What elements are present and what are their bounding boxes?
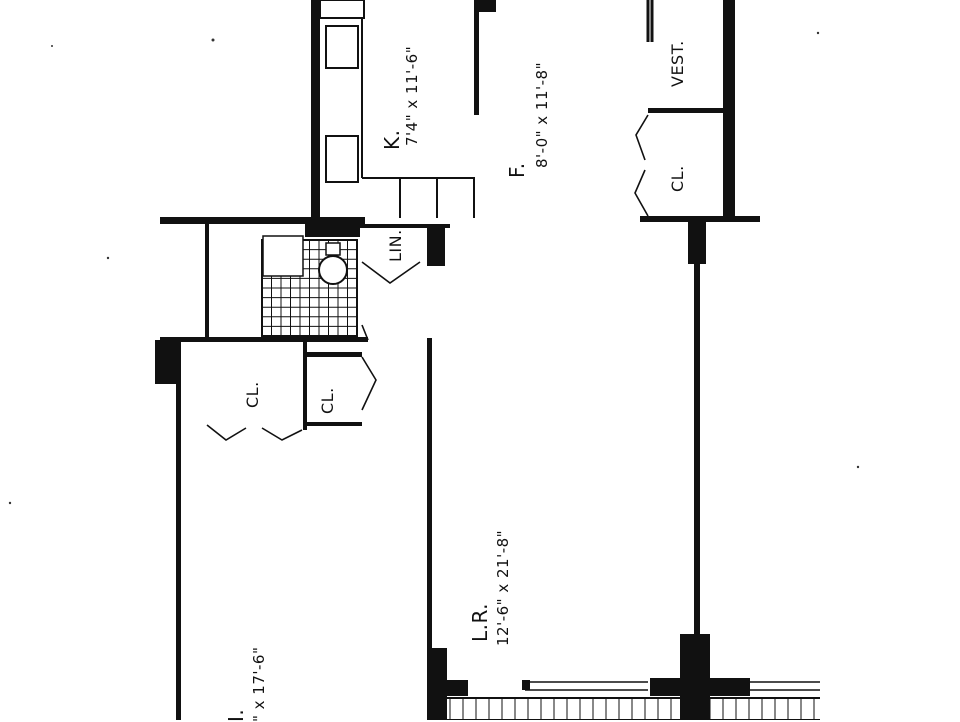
wall-vest-east bbox=[723, 0, 735, 218]
wall-bedroom-pier bbox=[155, 340, 180, 384]
wall-lr-pier bbox=[427, 648, 447, 720]
wall-closet-divider bbox=[303, 342, 307, 430]
wall-kitchen-west bbox=[311, 0, 320, 222]
toilet-icon bbox=[318, 255, 348, 285]
foyer-closet-label: CL. bbox=[668, 165, 687, 192]
kitchen-appliance-2 bbox=[325, 135, 359, 183]
wall-lin-block bbox=[427, 224, 445, 266]
wall-vest-south bbox=[640, 216, 760, 222]
wall-bath-west bbox=[205, 224, 209, 340]
bedroom-closet-label: CL. bbox=[243, 381, 262, 408]
linen-closet-label: LIN. bbox=[386, 229, 405, 262]
living-room-dims: 12'-6" x 21'-8" bbox=[494, 529, 512, 646]
wall-lr-pier-2 bbox=[440, 680, 468, 696]
window-grid bbox=[445, 681, 820, 720]
wall-lr-west bbox=[427, 338, 432, 720]
foyer-name: F. bbox=[505, 162, 529, 178]
living-room-name: L.R. bbox=[468, 602, 492, 642]
wall-closet-top bbox=[307, 352, 362, 357]
kitchen-name: K. bbox=[380, 129, 404, 150]
wall-small-post bbox=[522, 680, 530, 690]
scan-specks bbox=[8, 31, 860, 505]
bedroom-dims: " x 17'-6" bbox=[250, 646, 268, 722]
wall-east-pier bbox=[680, 634, 710, 720]
wall-lin-top bbox=[360, 224, 450, 228]
kitchen-appliance-1 bbox=[325, 25, 359, 69]
wall-kitchen-south bbox=[160, 217, 365, 224]
wall-kitchen-post bbox=[474, 0, 496, 12]
wall-kitchen-east bbox=[474, 0, 479, 115]
vestibule-name: VEST. bbox=[668, 40, 687, 87]
wall-bedroom-west bbox=[176, 340, 181, 720]
wall-closet-bottom bbox=[307, 422, 362, 426]
hall-closet-label: CL. bbox=[318, 387, 337, 414]
wall-east-long bbox=[694, 264, 700, 644]
wall-east-post bbox=[688, 222, 706, 264]
vest-door bbox=[646, 0, 654, 42]
closet-doors bbox=[206, 114, 649, 441]
bath-tiles bbox=[261, 235, 358, 337]
kitchen-fixtures bbox=[319, 0, 475, 218]
wall-window-pier bbox=[650, 678, 750, 696]
wall-cl-north bbox=[648, 108, 726, 113]
wall-bath-south bbox=[160, 337, 368, 342]
walls bbox=[155, 0, 760, 720]
bedroom-name: I. bbox=[224, 708, 248, 722]
foyer-dims: 8'-0" x 11'-8" bbox=[533, 61, 551, 168]
kitchen-dims: 7'4" x 11'-6" bbox=[403, 45, 421, 146]
